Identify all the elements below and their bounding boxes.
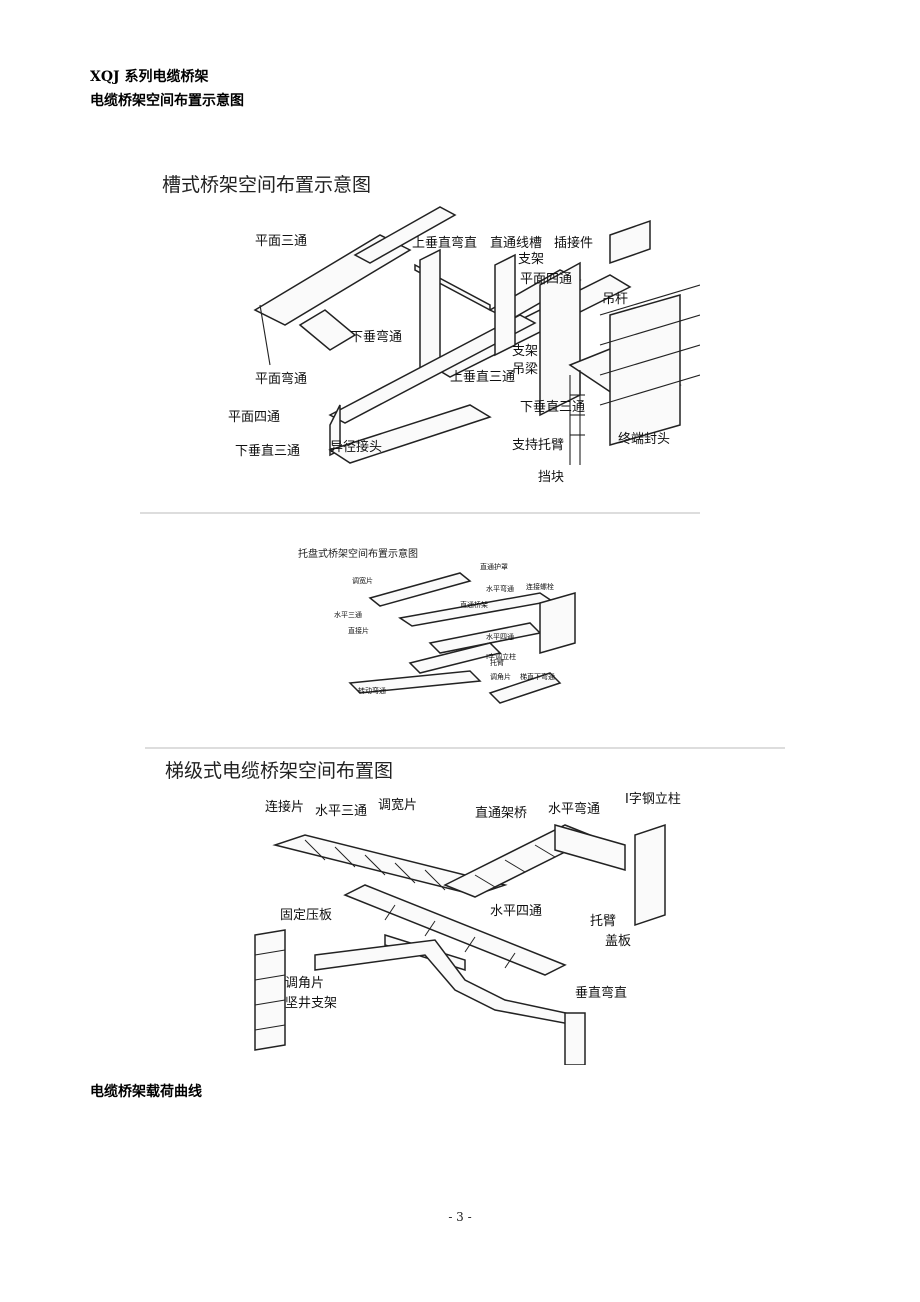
label-i-beam-column: I字钢立柱 bbox=[625, 792, 681, 807]
figure2-title: 托盘式桥架空间布置示意图 bbox=[298, 547, 418, 560]
label-hanger-rod: 吊杆 bbox=[602, 292, 628, 307]
label-i-column: I字调立柱 bbox=[486, 652, 516, 661]
label-flat-elbow: 平面弯通 bbox=[255, 371, 307, 387]
label-horizontal-tee: 水平三通 bbox=[315, 804, 367, 819]
label-arm: 托臂 bbox=[490, 658, 504, 667]
label-straight-piece: 直接片 bbox=[348, 626, 369, 635]
label-lower-vertical-tee-right: 下垂直三通 bbox=[520, 400, 585, 415]
section-title-layout: 电缆桥架空间布置示意图 bbox=[90, 93, 244, 109]
tray-drawing bbox=[348, 572, 576, 704]
label-width-adjust: 调宽片 bbox=[352, 576, 373, 585]
label-horizontal-cross: 水平四通 bbox=[490, 904, 542, 919]
label-upper-vertical-elbow: 上垂直弯直 bbox=[412, 235, 477, 251]
label-straight-trough: 直通线槽 bbox=[490, 236, 542, 251]
label-straight-ladder: 直通架桥 bbox=[475, 806, 527, 821]
label-down-elbow: 梯直下弯通 bbox=[520, 672, 555, 681]
trough-tray-drawing bbox=[253, 206, 700, 465]
figure1-title: 槽式桥架空间布置示意图 bbox=[162, 174, 371, 196]
page-number: - 3 - bbox=[448, 1210, 472, 1224]
label-lower-vertical-tee: 下垂直三通 bbox=[235, 444, 300, 459]
label-shaft-bracket: 坚井支架 bbox=[285, 996, 337, 1011]
label-angle-adjust: 调角片 bbox=[490, 672, 511, 681]
label-bracket-top: 支架 bbox=[518, 252, 544, 267]
label-bolt: 连接螺栓 bbox=[526, 582, 554, 591]
label-reducer: 异径接头 bbox=[330, 439, 382, 455]
section-title-series: XQJ 系列电缆桥架 bbox=[90, 69, 209, 85]
ladder-tray-drawing bbox=[254, 823, 666, 1065]
label-end-cap: 终端封头 bbox=[618, 431, 670, 447]
label-fixed-clamp: 固定压板 bbox=[280, 908, 332, 923]
label-straight-cover: 直通护罩 bbox=[480, 562, 508, 571]
label-horizontal-elbow: 水平弯通 bbox=[548, 801, 600, 817]
label-stop-block: 挡块 bbox=[538, 470, 564, 485]
label-straight-tray: 直通桥架 bbox=[460, 600, 488, 609]
section-title-load-curve: 电缆桥架载荷曲线 bbox=[90, 1084, 202, 1100]
label-horizontal-elbow: 水平弯通 bbox=[486, 584, 514, 593]
label-connecting-plate: 连接片 bbox=[265, 799, 304, 815]
figure3-title: 梯级式电缆桥架空间布置图 bbox=[165, 760, 393, 782]
tray-layout-figure: 托盘式桥架空间布置示意图 直通护罩 调宽片 连接螺栓 水平弯通 水平三通 直通桥… bbox=[290, 543, 610, 723]
label-horizontal-tee: 水平三通 bbox=[334, 610, 362, 619]
label-angle-plate: 调角片 bbox=[285, 976, 324, 991]
label-hanger-beam: 吊梁 bbox=[512, 362, 538, 377]
label-flat-cross-top: 平面四通 bbox=[520, 272, 572, 287]
label-bracket-mid: 支架 bbox=[512, 344, 538, 359]
label-connector: 插接件 bbox=[554, 235, 593, 251]
label-upper-vertical-tee: 上垂直三通 bbox=[450, 370, 515, 385]
label-flat-cross: 平面四通 bbox=[228, 410, 280, 425]
ladder-tray-layout-figure: 梯级式电缆桥架空间布置图 连接片 水平三通 bbox=[145, 745, 785, 1065]
trough-tray-layout-figure: 槽式桥架空间布置示意图 bbox=[140, 145, 700, 515]
label-vertical-elbow: 垂直弯直 bbox=[575, 985, 627, 1001]
label-horizontal-cross: 水平四通 bbox=[486, 632, 514, 641]
label-support-arm: 支持托臂 bbox=[512, 438, 564, 453]
label-cover-plate: 盖板 bbox=[605, 934, 631, 949]
label-rotating-elbow: 转动弯通 bbox=[358, 686, 386, 695]
label-width-adjust-plate: 调宽片 bbox=[378, 797, 417, 813]
label-lower-vertical-elbow: 下垂弯通 bbox=[350, 329, 402, 345]
label-support-arm: 托臂 bbox=[590, 914, 616, 929]
label-flat-tee: 平面三通 bbox=[255, 234, 307, 249]
